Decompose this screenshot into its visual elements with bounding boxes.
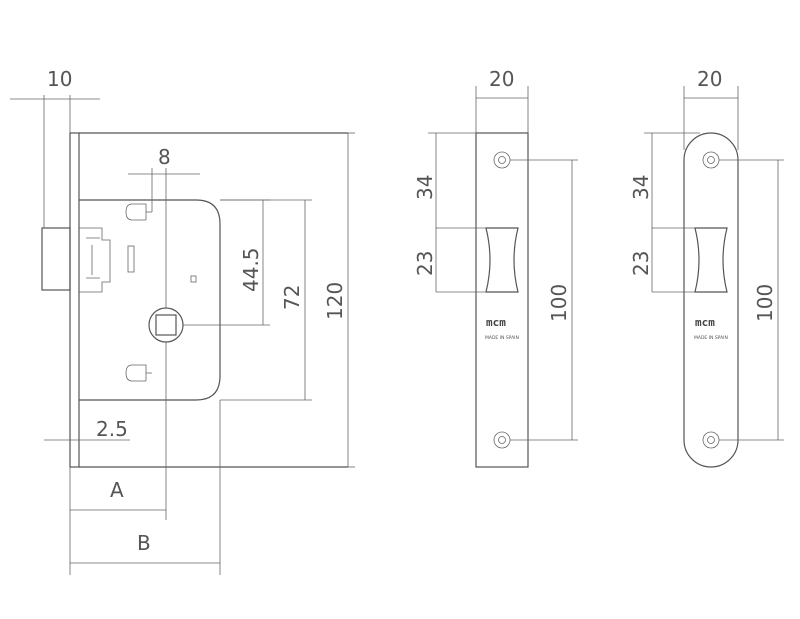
- follower-hub: [148, 307, 184, 343]
- strike-square-latch-opening: [485, 227, 519, 293]
- dim-strike-latch-height-square: 23: [413, 251, 437, 276]
- strike-square-dimension-lines: [428, 86, 578, 441]
- latch-bolt: [41, 227, 71, 291]
- strike-square-upper-hole: [493, 151, 511, 169]
- strike-round-dimension-lines: [644, 86, 784, 441]
- dim-strike-hole-spacing-square: 100: [547, 284, 571, 322]
- dim-strike-width-round: 20: [697, 67, 722, 91]
- dim-strike-latch-height-round: 23: [629, 251, 653, 276]
- strike-round-origin: MADE IN SPAIN: [694, 335, 728, 341]
- upper-screw-slot: [125, 203, 152, 221]
- strike-round-brand: mcm: [695, 316, 715, 329]
- strike-round-lower-hole: [702, 431, 720, 449]
- dim-strike-hole-spacing-round: 100: [753, 284, 777, 322]
- dim-strike-width-square: 20: [489, 67, 514, 91]
- dim-strike-hole-to-latch-round: 34: [629, 175, 653, 200]
- follower-square: [155, 314, 177, 336]
- lock-body-view: [41, 132, 348, 468]
- mechanism-plate: [79, 199, 221, 401]
- dim-handle-to-latch: 44.5: [239, 247, 263, 292]
- strike-square-brand: mcm: [486, 316, 506, 329]
- latch-slot: [127, 245, 135, 273]
- dim-backset-step: 8: [158, 145, 171, 169]
- strike-plate-square: mcm MADE IN SPAIN: [475, 132, 529, 468]
- latch-mechanism: [79, 227, 111, 293]
- strike-square-dimension-labels: 20 34 23 100: [413, 67, 571, 322]
- dim-lock-height: 120: [323, 282, 347, 320]
- dim-strike-hole-to-latch-square: 34: [413, 175, 437, 200]
- faceplate: [69, 132, 80, 468]
- strike-round-upper-hole: [702, 151, 720, 169]
- lock-dimension-labels: 10 8 44.5 72 120 2.5 A B: [47, 67, 347, 555]
- small-pin: [190, 275, 197, 283]
- strike-square-lower-hole: [493, 431, 511, 449]
- lock-case: [79, 132, 348, 468]
- dim-a: A: [110, 478, 124, 502]
- dim-b: B: [137, 531, 151, 555]
- dim-handle-to-bottom: 72: [280, 285, 304, 310]
- strike-round-latch-opening: [694, 227, 728, 293]
- dim-faceplate-offset: 2.5: [96, 417, 128, 441]
- lock-dimension-lines: [10, 95, 355, 575]
- dim-faceplate-thickness: 10: [47, 67, 72, 91]
- lower-screw-slot: [125, 364, 152, 382]
- strike-plate-round: mcm MADE IN SPAIN: [683, 132, 739, 468]
- strike-square-origin: MADE IN SPAIN: [485, 335, 519, 341]
- strike-plate-round-outline: [683, 132, 739, 468]
- strike-plate-square-outline: [475, 132, 529, 468]
- strike-round-dimension-labels: 20 34 23 100: [629, 67, 777, 322]
